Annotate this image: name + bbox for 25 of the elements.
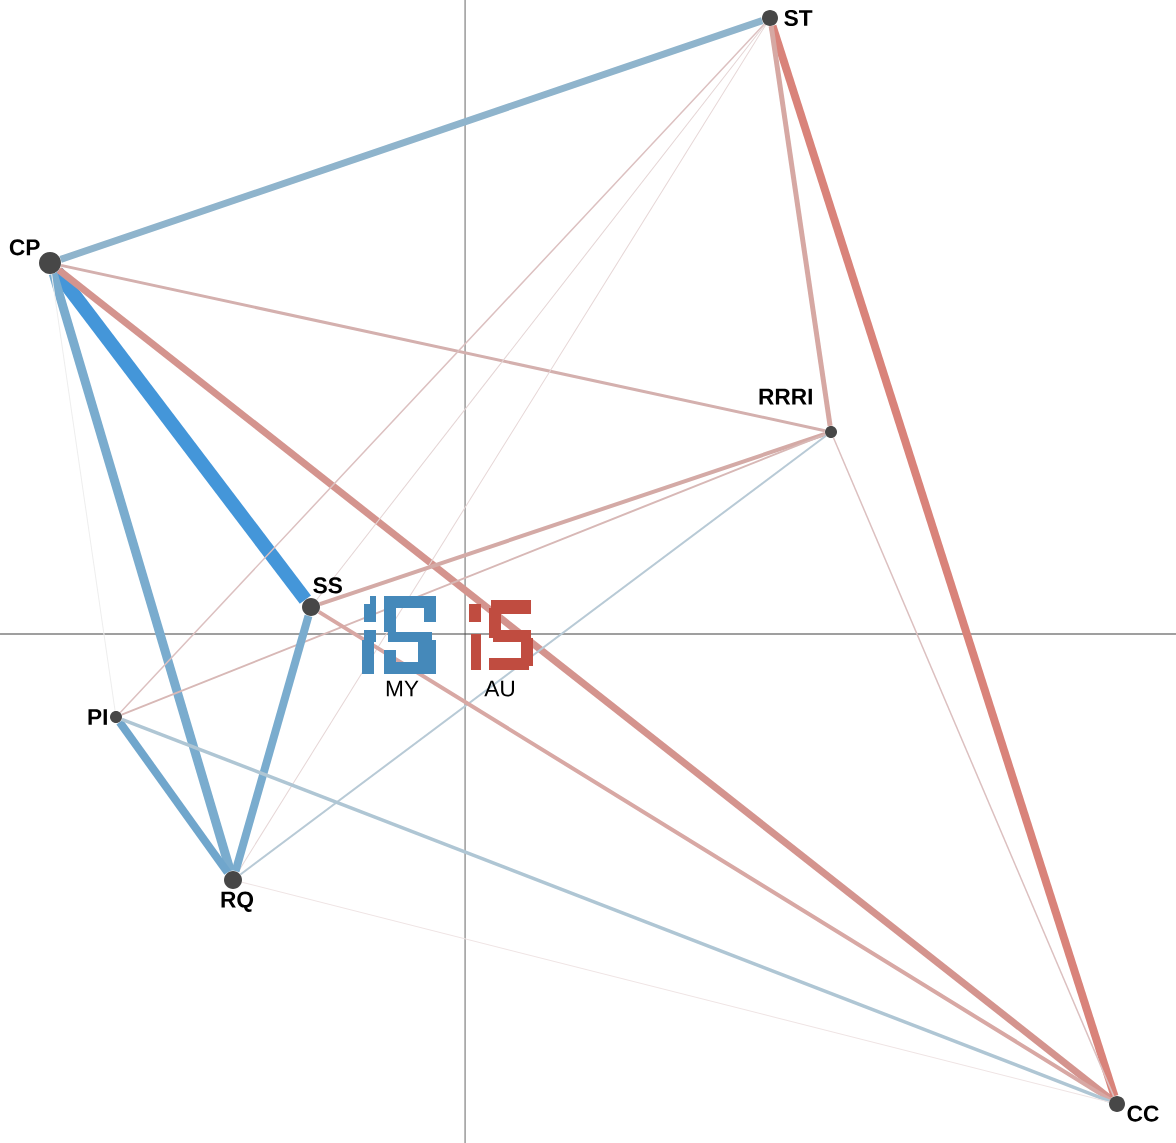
node-label: RQ xyxy=(221,891,254,912)
connector-line xyxy=(241,881,1110,1103)
connector-line xyxy=(60,263,826,433)
node-label: SS xyxy=(313,577,342,594)
connector-line xyxy=(51,273,116,712)
connector-line xyxy=(59,17,764,263)
connector-line xyxy=(119,23,766,714)
node-label: RRRI xyxy=(759,388,812,405)
node-label: CC xyxy=(1127,1105,1159,1122)
connector-line xyxy=(48,272,235,873)
connector-line xyxy=(231,614,313,873)
connector-line xyxy=(768,25,833,427)
country-label: AU xyxy=(484,680,514,697)
node-label: ST xyxy=(784,10,813,27)
connector-line xyxy=(317,610,1112,1102)
node-label: PI xyxy=(88,709,107,725)
connector-line xyxy=(239,434,827,876)
connector-line xyxy=(121,717,1110,1103)
connector-line xyxy=(319,432,826,606)
node-label: CP xyxy=(9,239,40,256)
connector-line xyxy=(316,24,766,601)
connector-line xyxy=(120,433,827,716)
connector-line xyxy=(116,719,231,875)
country-label: MY xyxy=(386,680,419,697)
connector-line xyxy=(832,437,1115,1098)
